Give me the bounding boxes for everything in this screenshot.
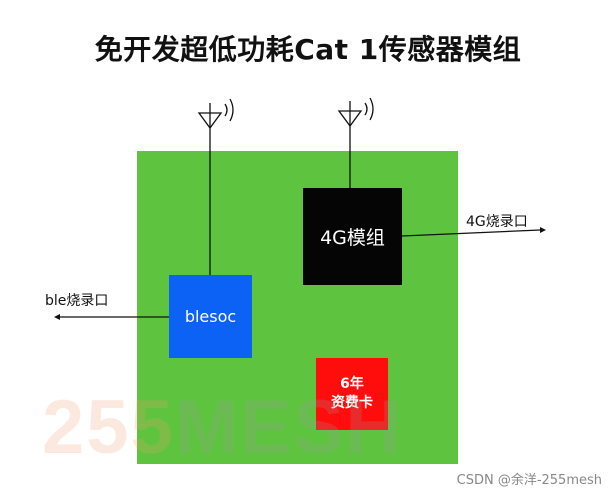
diagram-title: 免开发超低功耗Cat 1传感器模组 xyxy=(94,33,522,66)
sim-card: 6年 资费卡 xyxy=(316,358,388,430)
source-credit: CSDN @余洋-255mesh xyxy=(456,473,602,488)
lte-module-label: 4G模组 xyxy=(320,227,385,249)
watermark-word: MESH xyxy=(174,385,403,470)
sim-label-line1: 6年 xyxy=(340,376,364,392)
brand-watermark: 255MESH xyxy=(42,390,402,466)
sim-label-line2: 资费卡 xyxy=(331,395,373,411)
lte-port-arrow xyxy=(401,227,546,237)
ble-port-arrow xyxy=(54,314,169,320)
ble-soc-module: blesoc xyxy=(169,275,252,358)
lte-port-label: 4G烧录口 xyxy=(466,214,528,230)
watermark-number: 255 xyxy=(42,385,175,470)
antenna-icon xyxy=(337,97,374,188)
antenna-icon xyxy=(197,98,234,275)
lte-module: 4G模组 xyxy=(303,188,402,285)
ble-port-label: ble烧录口 xyxy=(45,293,109,309)
ble-module-label: blesoc xyxy=(184,307,237,326)
